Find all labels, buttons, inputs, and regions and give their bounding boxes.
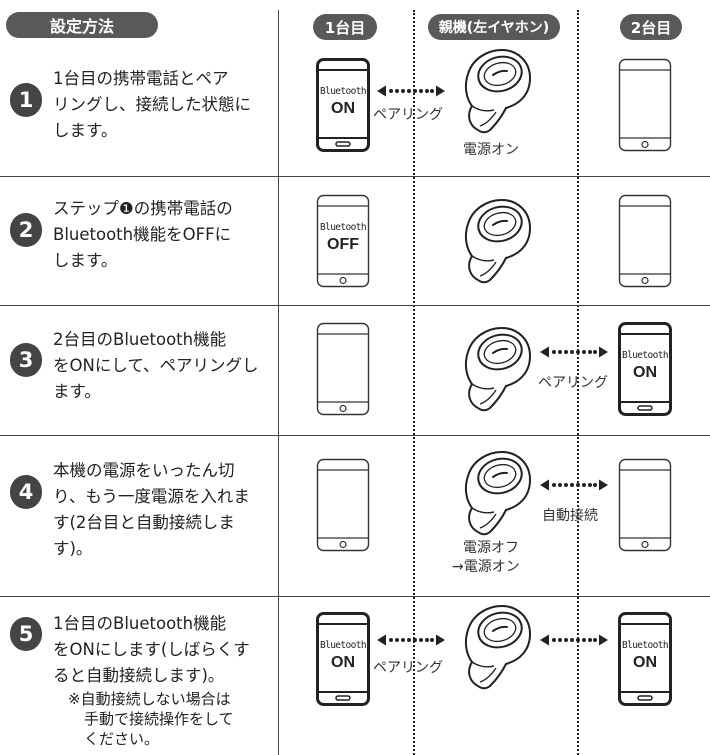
- bluetooth-state: ON: [331, 100, 355, 117]
- bluetooth-state: ON: [633, 654, 657, 671]
- double-arrow-icon: [540, 345, 608, 359]
- phone-icon: Bluetooth ON: [316, 612, 370, 706]
- dotted-divider-right: [577, 10, 579, 755]
- row-divider: [0, 305, 710, 306]
- double-arrow-icon: [540, 478, 608, 492]
- bluetooth-label: Bluetooth: [319, 640, 367, 651]
- step-description: 1台目の携帯電話とペアリングし、接続した状態にします。: [53, 69, 251, 140]
- column-divider: [278, 10, 279, 755]
- pairing-label: ペアリング: [373, 107, 443, 123]
- power-on-label: 電源オン: [463, 142, 519, 158]
- row-divider: [0, 176, 710, 177]
- bluetooth-label: Bluetooth: [621, 350, 669, 361]
- phone-icon: Bluetooth ON: [316, 58, 370, 152]
- bluetooth-label: Bluetooth: [319, 222, 367, 233]
- phone-icon: [316, 322, 370, 416]
- dotted-divider-left: [413, 10, 415, 755]
- phone-icon: [316, 458, 370, 552]
- auto-connect-label: 自動接続: [542, 508, 598, 524]
- step-number-badge: 4: [10, 475, 42, 509]
- earbud-icon: [456, 600, 536, 690]
- earbud-icon: [456, 322, 536, 412]
- phone-icon: Bluetooth ON: [618, 612, 672, 706]
- bluetooth-state: OFF: [327, 236, 359, 253]
- double-arrow-icon: [377, 84, 445, 98]
- phone-icon: [618, 194, 672, 288]
- step-number-badge: 2: [10, 213, 42, 247]
- row-divider: [0, 596, 710, 597]
- column-header-main-earbud: 親機(左イヤホン): [428, 14, 560, 40]
- pairing-label: ペアリング: [373, 660, 443, 676]
- double-arrow-icon: [540, 633, 608, 647]
- section-title: 設定方法: [6, 12, 158, 38]
- phone-icon: [618, 58, 672, 152]
- double-arrow-icon: [377, 633, 445, 647]
- earbud-icon: [456, 44, 536, 134]
- column-header-first-device: 1台目: [313, 14, 377, 40]
- pairing-label: ペアリング: [538, 375, 608, 391]
- step-description: 2台目のBluetooth機能をONにして、ペアリングします。: [53, 330, 259, 401]
- power-on-label: →電源オン: [452, 559, 520, 575]
- bluetooth-label: Bluetooth: [319, 86, 367, 97]
- step-number-badge: 5: [10, 617, 42, 651]
- step-note: ※自動接続しない場合は 手動で接続操作をして ください。: [68, 690, 234, 748]
- phone-icon: Bluetooth OFF: [316, 194, 370, 288]
- step-number-badge: 3: [10, 343, 42, 377]
- bluetooth-label: Bluetooth: [621, 640, 669, 651]
- step-number-badge: 1: [10, 83, 42, 117]
- phone-icon: Bluetooth ON: [618, 322, 672, 416]
- column-header-second-device: 2台目: [620, 14, 682, 40]
- phone-icon: [618, 458, 672, 552]
- step-description: 本機の電源をいったん切り、もう一度電源を入れます(2台目と自動接続します)。: [53, 461, 250, 558]
- earbud-icon: [456, 446, 536, 536]
- bluetooth-state: ON: [633, 364, 657, 381]
- step-description: 1台目のBluetooth機能をONにします(しばらくすると自動接続します)。: [53, 614, 250, 685]
- bluetooth-state: ON: [331, 654, 355, 671]
- row-divider: [0, 435, 710, 436]
- earbud-icon: [456, 194, 536, 284]
- power-off-label: 電源オフ: [463, 540, 519, 556]
